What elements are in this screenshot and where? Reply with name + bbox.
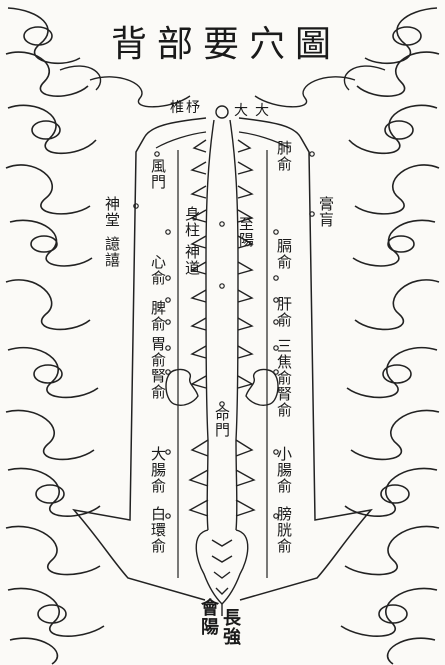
label-pi-shu: 脾俞 <box>150 300 166 332</box>
label-shen-shu-right: 腎俞 <box>276 386 292 418</box>
label-gan-shu: 肝俞 <box>276 296 292 328</box>
label-da-chang-shu: 大腸俞 <box>150 446 166 494</box>
label-shen-dao: 神道 <box>184 244 200 276</box>
label-yi-xi: 譩譆 <box>104 236 120 268</box>
cloud-ornament-left <box>6 8 104 664</box>
label-hui-yang: 會陽 <box>200 598 216 636</box>
label-gao-huang: 膏肓 <box>318 196 334 228</box>
cloud-ornament-top <box>60 66 385 107</box>
label-ming-men: 命門 <box>214 406 230 438</box>
label-xin-shu: 心俞 <box>150 254 166 286</box>
diagram-title: 背部要穴圖 <box>96 20 356 70</box>
cloud-ornament-right <box>341 8 439 664</box>
kidney-right <box>246 369 278 405</box>
spine <box>190 106 254 616</box>
label-pang-guang-shu: 膀胱俞 <box>276 506 292 554</box>
shoulder-line <box>156 132 289 148</box>
label-zhi-yang: 至陽 <box>238 216 254 248</box>
label-shen-shu-left: 腎俞 <box>150 368 166 400</box>
label-shen-tang: 神堂 <box>104 196 120 228</box>
label-chang-qiang: 長強 <box>222 608 238 646</box>
label-feng-men: 風門 <box>150 158 166 190</box>
body-outline <box>74 118 371 600</box>
label-ge-shu: 膈俞 <box>276 238 292 270</box>
label-san-jiao-shu: 三焦俞 <box>276 338 292 386</box>
label-fei-shu: 肺俞 <box>276 140 292 172</box>
label-shen-zhu: 身柱 <box>184 206 200 238</box>
kidney-left <box>166 369 198 405</box>
label-dazhui-zhu: 椎杼 <box>170 100 202 116</box>
label-xiao-chang-shu: 小腸俞 <box>276 446 292 494</box>
label-dazhui-lower: 大 <box>255 103 269 119</box>
label-wei-shu: 胃俞 <box>150 336 166 368</box>
label-bai-huan-shu: 白環俞 <box>150 506 166 554</box>
label-dazhui-upper: 大 <box>234 103 248 119</box>
